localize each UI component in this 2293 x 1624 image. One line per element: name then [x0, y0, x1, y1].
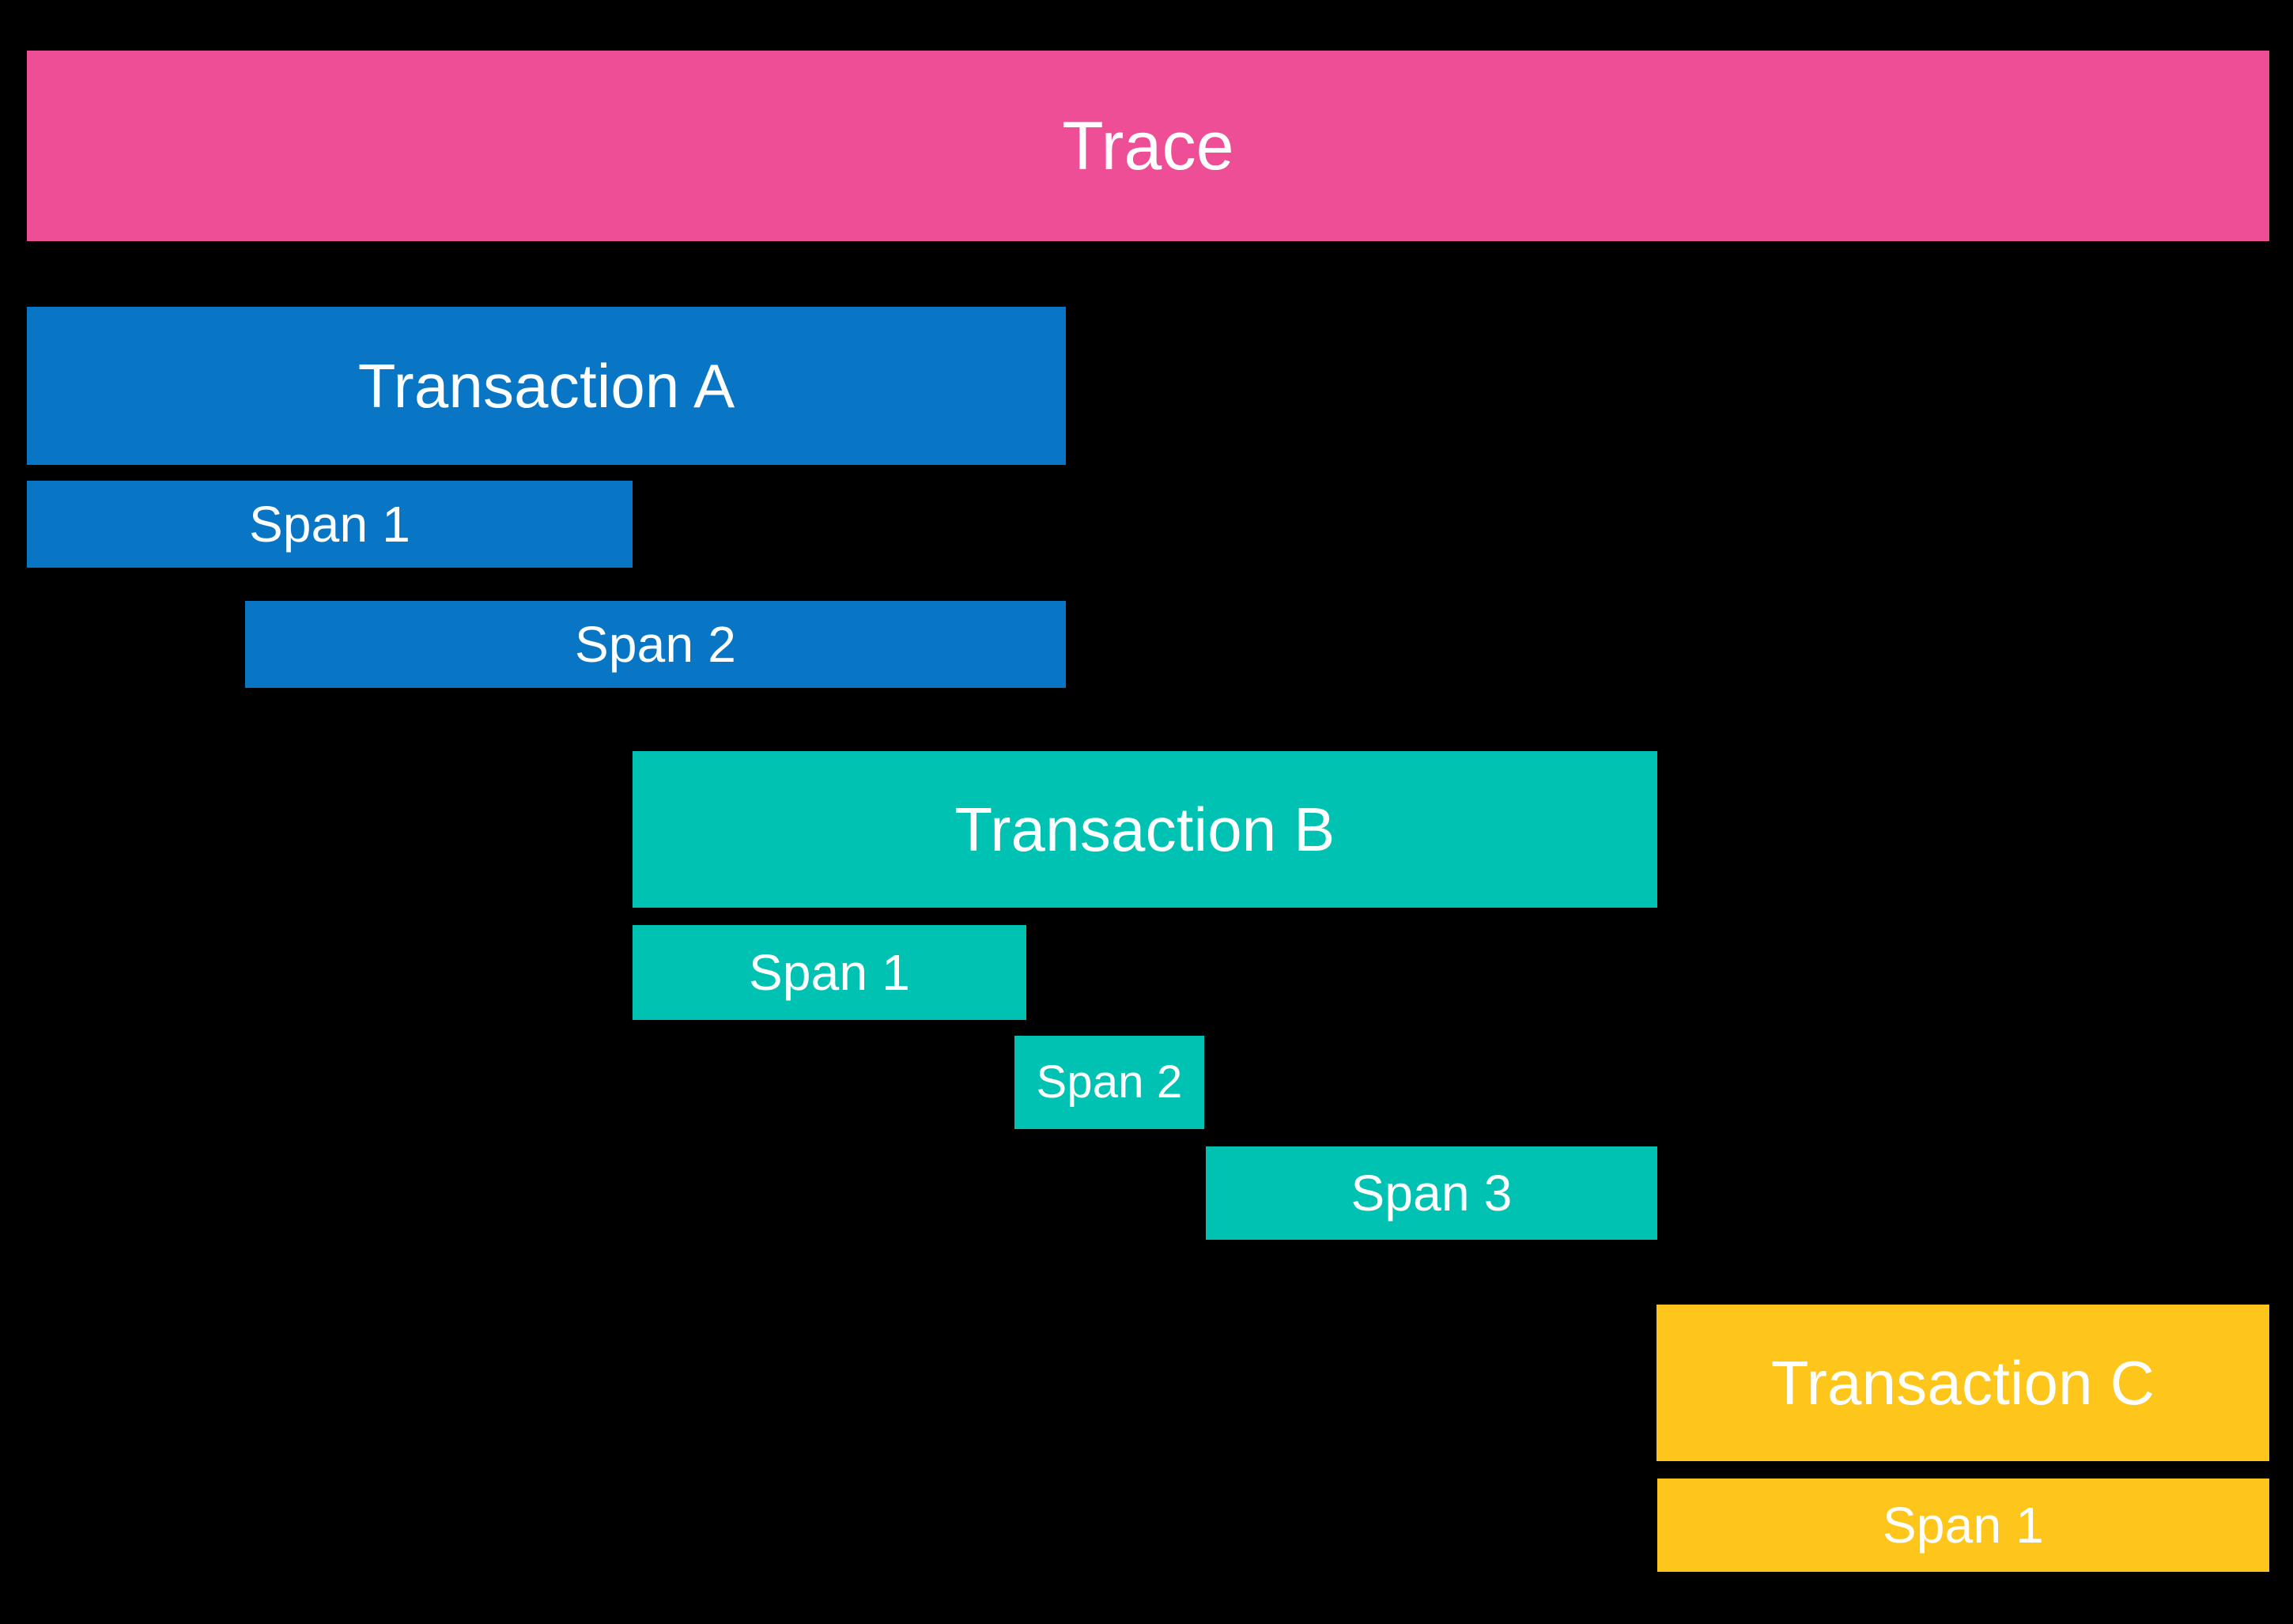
- bar-transaction-a-span-2: Span 2: [245, 601, 1066, 688]
- bar-transaction-c: Transaction C: [1656, 1305, 2269, 1461]
- bar-transaction-b-span-2: Span 2: [1014, 1036, 1204, 1129]
- bar-label-transaction-b-span-3: Span 3: [1350, 1165, 1513, 1222]
- bar-transaction-b-span-1: Span 1: [633, 925, 1026, 1020]
- bar-label-transaction-b-span-1: Span 1: [748, 944, 911, 1001]
- bar-label-transaction-a-span-2: Span 2: [574, 616, 737, 673]
- bar-label-transaction-b-span-2: Span 2: [1036, 1056, 1183, 1108]
- bar-transaction-b: Transaction B: [633, 751, 1657, 908]
- bar-transaction-a: Transaction A: [27, 307, 1066, 465]
- bar-label-transaction-b: Transaction B: [954, 795, 1335, 864]
- bar-transaction-b-span-3: Span 3: [1206, 1146, 1657, 1240]
- bar-label-transaction-c: Transaction C: [1770, 1348, 2155, 1418]
- bar-label-transaction-a-span-1: Span 1: [248, 496, 411, 553]
- bar-trace: Trace: [27, 51, 2269, 241]
- bar-label-transaction-a: Transaction A: [357, 351, 735, 421]
- bar-label-transaction-c-span-1: Span 1: [1882, 1497, 2045, 1554]
- bar-transaction-a-span-1: Span 1: [27, 481, 633, 568]
- bar-label-trace: Trace: [1062, 108, 1234, 184]
- bar-transaction-c-span-1: Span 1: [1657, 1479, 2269, 1572]
